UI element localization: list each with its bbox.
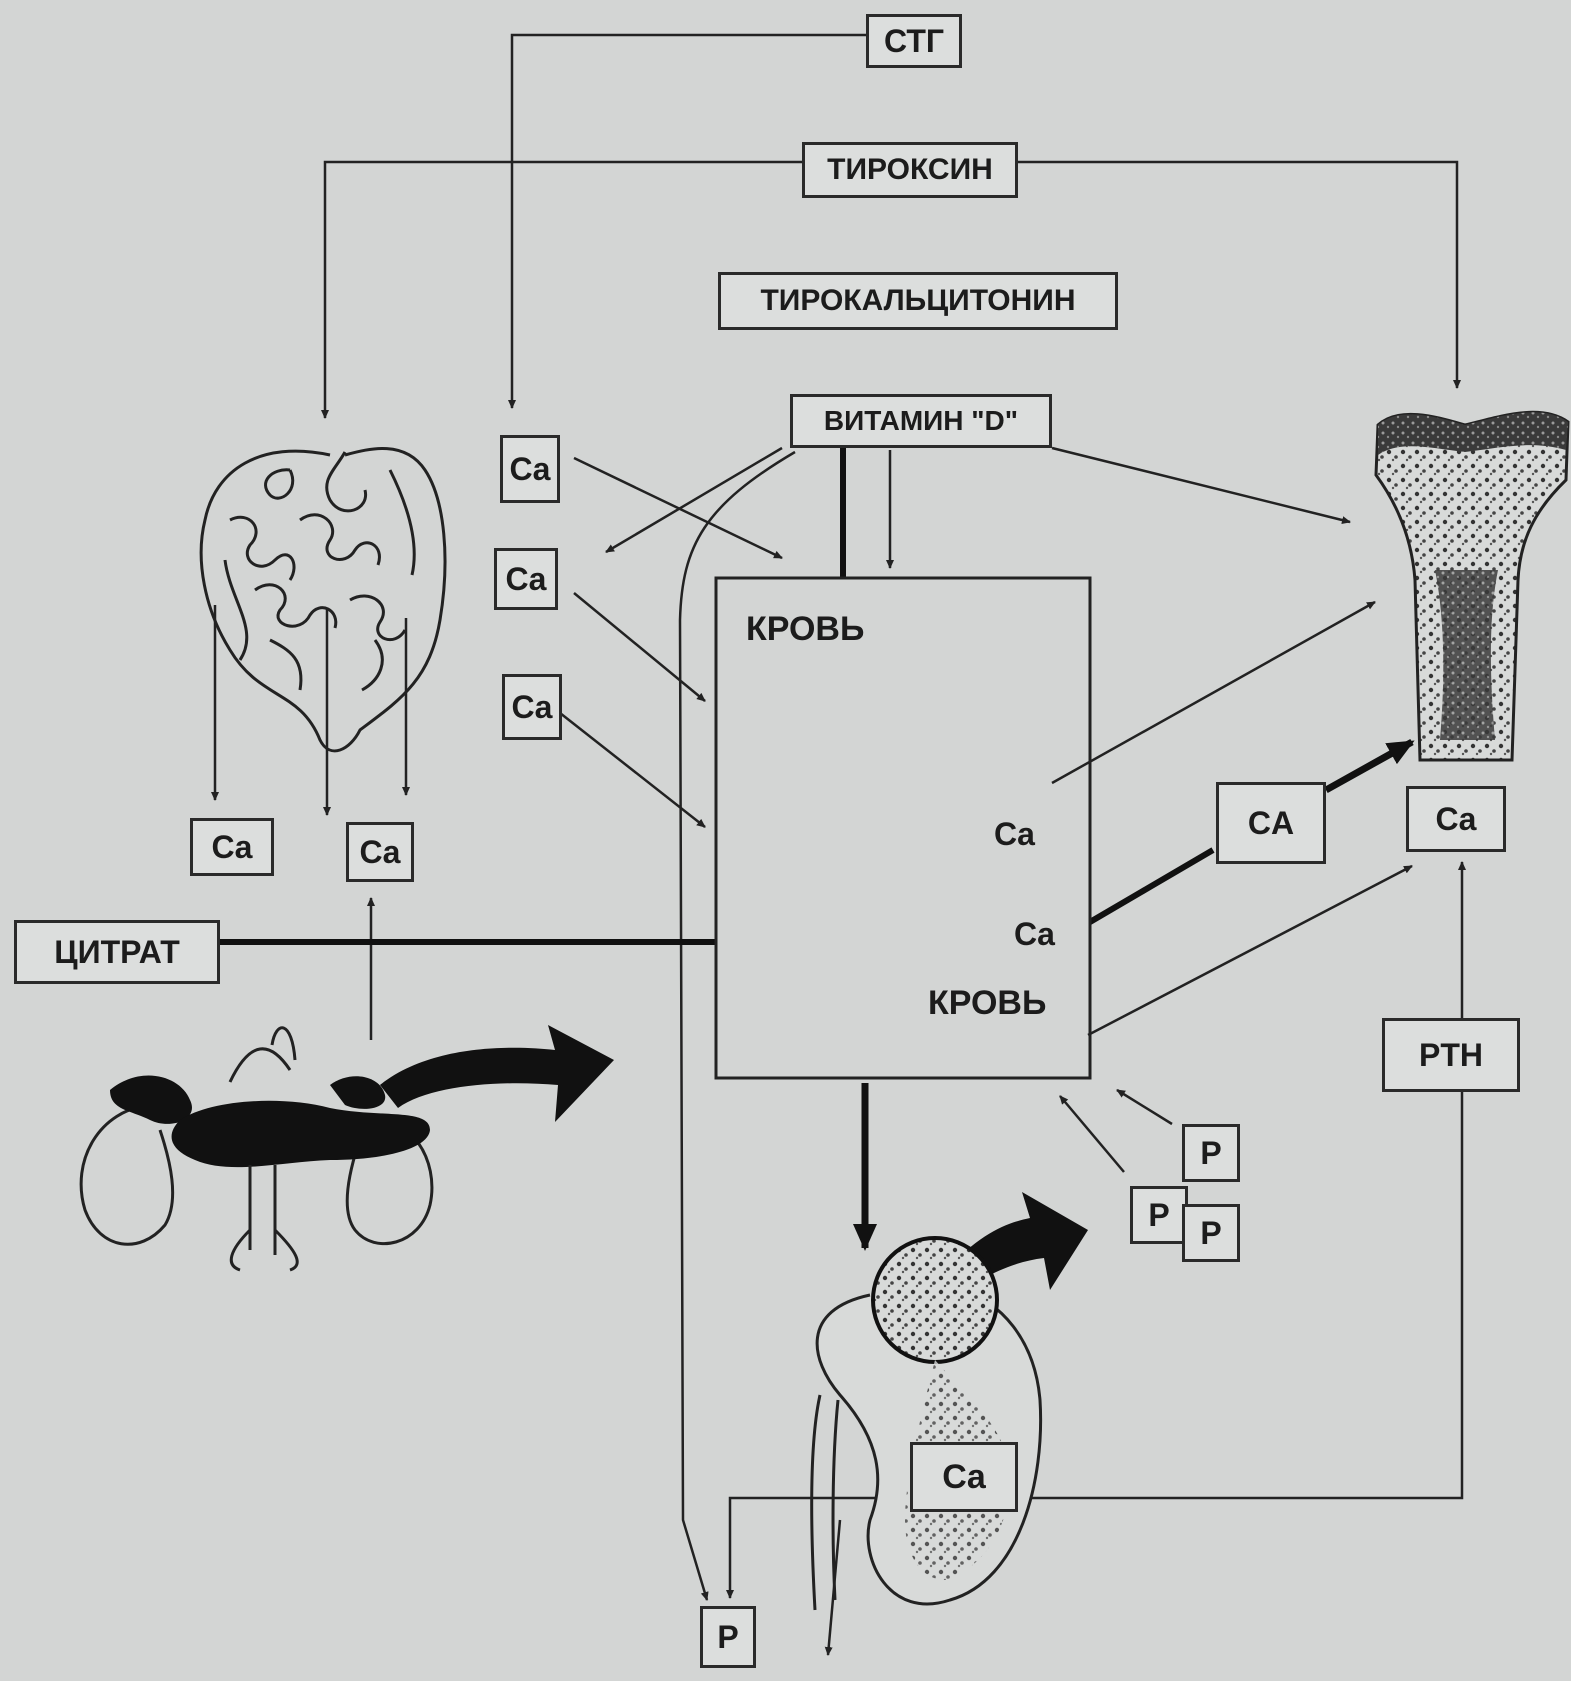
ca-box-1: Ca — [500, 435, 560, 503]
blood-ca-to-bone-arrow — [1052, 602, 1375, 783]
blood-ca-lower: Ca — [1014, 916, 1055, 953]
phosphate-box-1: P — [1182, 1124, 1240, 1182]
vitd-to-bone-arrow — [1052, 448, 1350, 522]
adrenal-output-big-arrow — [380, 1025, 614, 1122]
intestine-icon — [201, 448, 445, 750]
citrate-label: ЦИТРАТ — [14, 920, 220, 984]
bone-icon — [1376, 412, 1568, 760]
blood-to-ca-box-thick-arrow — [1090, 850, 1213, 922]
thyroxine-label: ТИРОКСИН — [802, 142, 1018, 198]
stg-to-ca-arrow — [512, 35, 866, 408]
ca-box-3: Ca — [502, 674, 562, 740]
p1-to-blood-arrow — [1117, 1090, 1172, 1124]
intestine-ca-right-box: Ca — [346, 822, 414, 882]
vitamin-d-label: ВИТАМИН "D" — [790, 394, 1052, 448]
bone-ca-box: Ca — [1406, 786, 1506, 852]
p2-to-blood-arrow — [1060, 1096, 1124, 1172]
ca1-to-blood-arrow — [574, 458, 782, 558]
blood-ca-upper: Ca — [994, 816, 1035, 853]
pth-label: PTH — [1382, 1018, 1520, 1092]
phosphate-box-3: P — [1182, 1204, 1240, 1262]
blood-title-bottom: КРОВЬ — [928, 984, 1046, 1023]
ca-a-box: CA — [1216, 782, 1326, 864]
phosphate-box-2: P — [1130, 1186, 1188, 1244]
adrenal-kidney-icon — [81, 1028, 432, 1270]
vitd-to-ca2-arrow — [606, 448, 782, 552]
stg-label: СТГ — [866, 14, 962, 68]
ca3-to-blood-arrow — [560, 713, 705, 827]
kidney-ca-box: Ca — [910, 1442, 1018, 1512]
thyrocalcitonin-label: ТИРОКАЛЬЦИТОНИН — [718, 272, 1118, 330]
blood-title-top: КРОВЬ — [746, 610, 864, 649]
intestine-ca-left-box: Ca — [190, 818, 274, 876]
ca-box-to-bone-thick-arrow — [1326, 742, 1412, 790]
phosphate-box-bottom: P — [700, 1606, 756, 1668]
ca2-to-blood-arrow — [574, 593, 705, 701]
ca-box-2: Ca — [494, 548, 558, 610]
